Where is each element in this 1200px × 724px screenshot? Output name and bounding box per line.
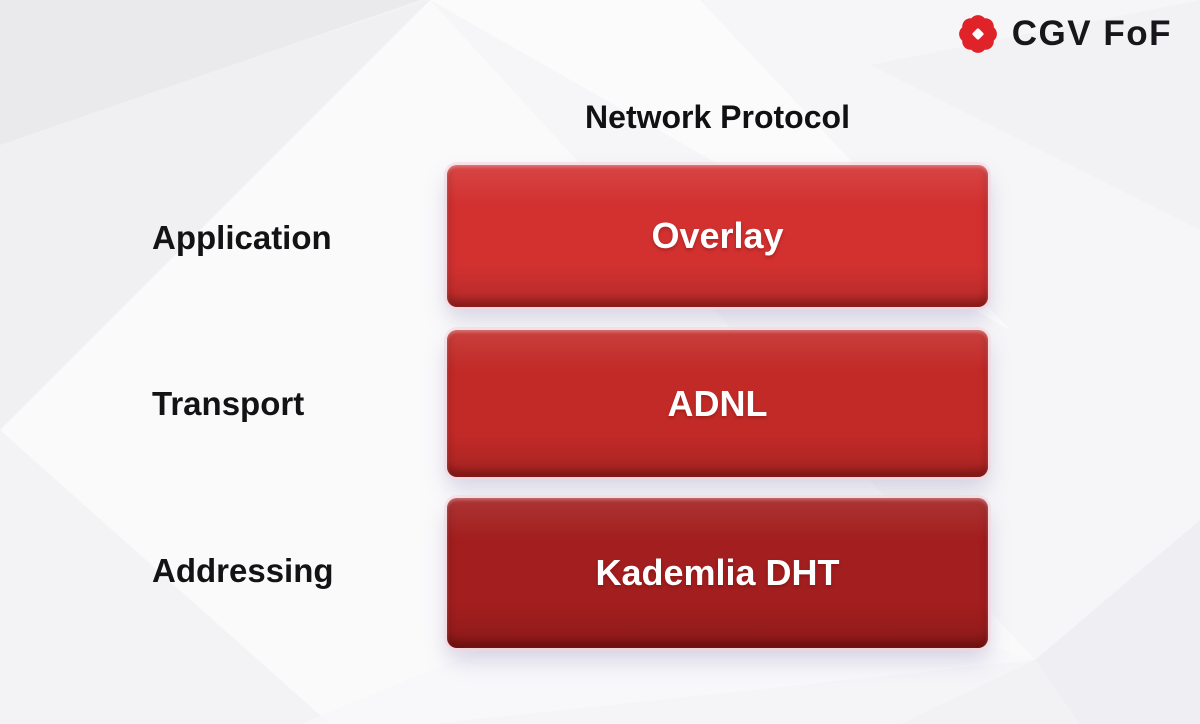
brand-name: CGV FoF xyxy=(1011,14,1172,53)
protocol-name-adnl: ADNL xyxy=(667,382,768,424)
protocol-name-overlay: Overlay xyxy=(651,215,784,256)
layer-box-overlay: Overlay xyxy=(447,165,988,307)
layer-label-addressing: Addressing xyxy=(152,552,334,589)
brand-logo: CGV FoF xyxy=(954,10,1172,58)
layer-label-transport: Transport xyxy=(152,385,305,422)
layer-box-adnl: ADNL xyxy=(447,330,988,477)
diagram-title: Network Protocol xyxy=(585,99,850,135)
layer-box-kademlia-dht: Kademlia DHT xyxy=(447,498,988,648)
layer-label-application: Application xyxy=(152,219,332,256)
flower-rosette-icon xyxy=(958,15,997,53)
protocol-name-kademlia-dht: Kademlia DHT xyxy=(595,552,840,593)
